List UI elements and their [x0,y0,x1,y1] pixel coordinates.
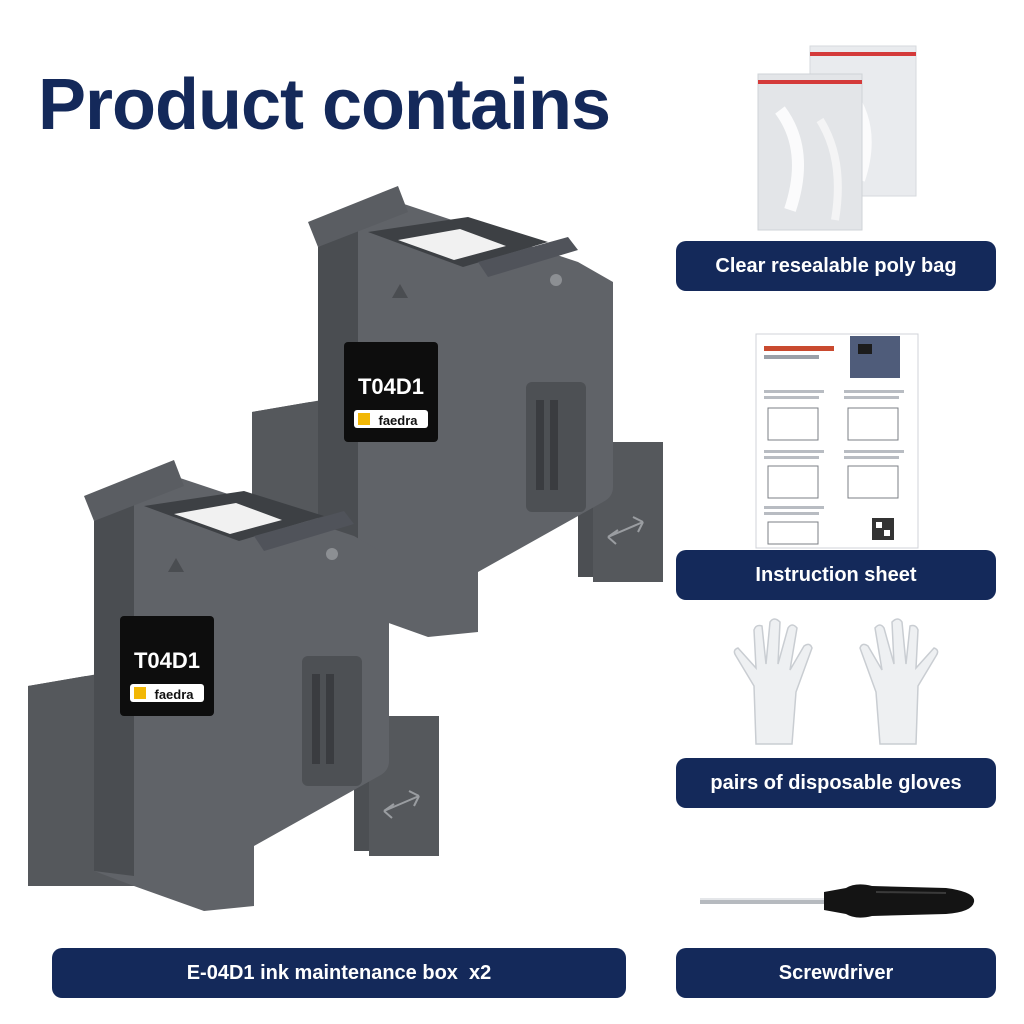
page-headline: Product contains [38,65,611,145]
maintenance-box-front-image: T04D1 faedra [28,460,439,911]
maintenance-box-back-image: T04D1 faedra [252,186,663,637]
maintenance-box-label: E-04D1 ink maintenance box x2 [52,948,626,998]
box-brand-label: faedra [154,687,194,702]
disposable-gloves-label: pairs of disposable gloves [676,758,996,808]
instruction-sheet-image [755,333,919,549]
disposable-gloves-image [733,618,939,745]
box-model-label: T04D1 [134,648,200,673]
poly-bag-image [757,45,917,231]
screwdriver-label: Screwdriver [676,948,996,998]
instruction-sheet-label: Instruction sheet [676,550,996,600]
poly-bag-label: Clear resealable poly bag [676,241,996,291]
box-brand-label: faedra [378,413,418,428]
box-model-label: T04D1 [358,374,424,399]
screwdriver-image [700,884,975,918]
